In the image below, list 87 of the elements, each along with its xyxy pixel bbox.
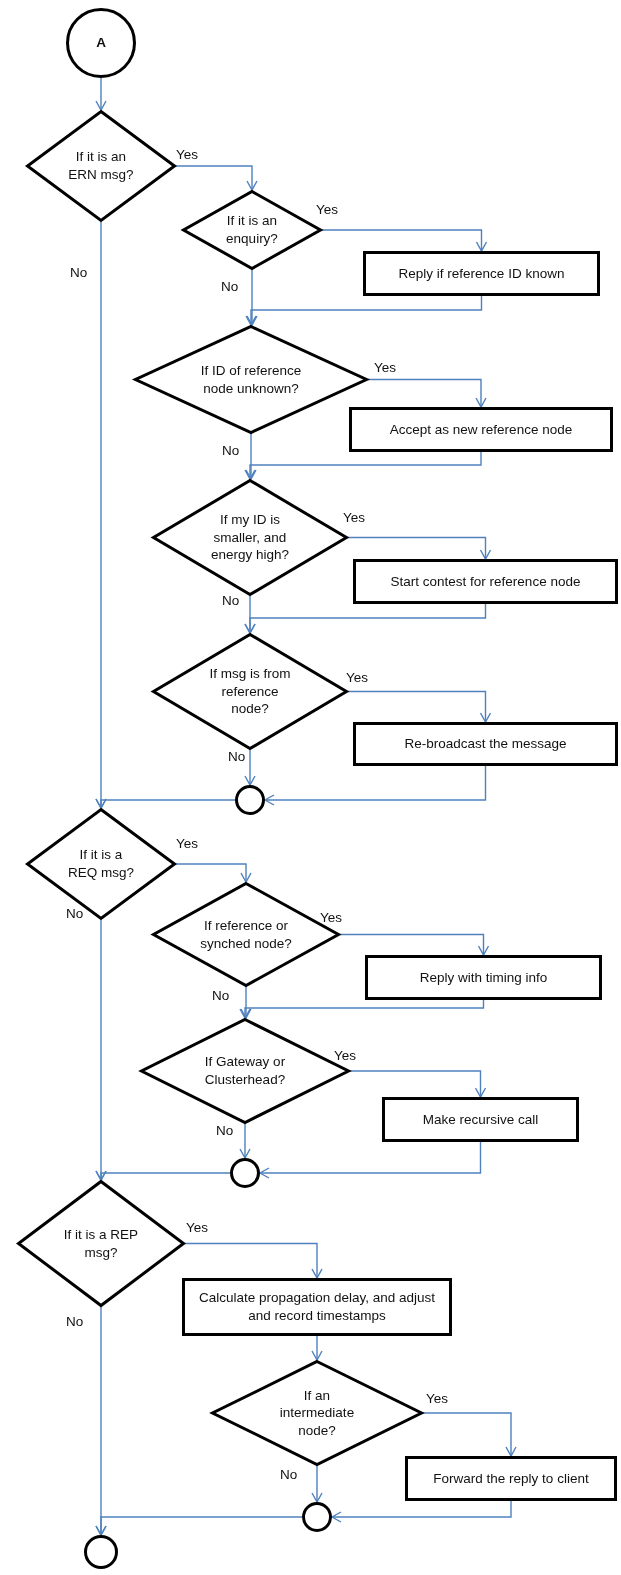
node-text: If ID of reference node unknown?	[199, 361, 303, 398]
arrow	[367, 378, 487, 408]
arrow	[184, 1242, 323, 1279]
node-text: If it is a REP msg?	[62, 1225, 140, 1262]
edge-label: Yes	[316, 203, 339, 217]
arrow	[347, 690, 492, 723]
edge-label: No	[66, 1315, 84, 1329]
node-text: Make recursive call	[422, 1110, 539, 1129]
arrow	[244, 749, 256, 786]
arrow	[239, 999, 485, 1019]
edge-label: No	[222, 594, 240, 608]
connector-circle	[84, 1535, 118, 1569]
connector-circle	[302, 1502, 332, 1532]
connector-circle	[230, 1158, 260, 1188]
node-text: If my ID is smaller, and energy high?	[209, 511, 291, 564]
arrow	[95, 1516, 303, 1536]
edge-label: Yes	[334, 1049, 357, 1063]
node-text: Re-broadcast the message	[404, 735, 567, 753]
decision-diamond	[17, 1180, 185, 1307]
arrow	[245, 295, 483, 326]
process-box	[353, 722, 618, 766]
node-text: If reference or synched node?	[199, 916, 293, 953]
edge-label: Yes	[320, 911, 343, 925]
arrow	[246, 269, 258, 326]
connector-circle	[235, 785, 265, 815]
edge-label: No	[66, 907, 84, 921]
decision-diamond	[26, 808, 176, 920]
edge-label: Yes	[374, 361, 397, 375]
arrow	[239, 1123, 251, 1159]
process-box	[365, 955, 602, 1000]
edge-label: No	[212, 989, 230, 1003]
edge-label: No	[280, 1468, 298, 1482]
node-text: If it is an enquiry?	[225, 212, 279, 248]
decision-diamond	[26, 110, 176, 222]
arrow	[311, 1335, 323, 1361]
node-text: If it is an ERN msg?	[67, 148, 135, 184]
node-text: A	[95, 34, 107, 52]
arrow	[349, 1070, 487, 1098]
decision-diamond	[152, 882, 340, 987]
arrow	[95, 1170, 231, 1181]
decision-diamond	[211, 1360, 423, 1466]
process-box	[363, 251, 600, 296]
edge-label: No	[221, 280, 239, 294]
arrow	[244, 451, 482, 480]
arrow	[95, 798, 236, 809]
node-text: If msg is from reference node?	[208, 665, 292, 718]
arrow	[175, 863, 252, 883]
arrow	[347, 536, 492, 560]
arrow	[259, 1141, 482, 1179]
edge-label: No	[70, 266, 88, 280]
arrow	[422, 1412, 517, 1457]
node-text: Accept as new reference node	[389, 420, 573, 439]
process-box	[382, 1097, 579, 1142]
arrow	[240, 986, 252, 1019]
node-text: If an intermediate node?	[278, 1386, 356, 1440]
process-box	[405, 1456, 617, 1501]
edge-label: Yes	[176, 148, 199, 162]
arrow	[175, 165, 258, 191]
decision-diamond	[134, 325, 368, 434]
edge-label: Yes	[176, 837, 199, 851]
arrow	[244, 603, 487, 634]
node-text: Forward the reply to client	[433, 1469, 589, 1488]
node-text: Reply with timing info	[419, 968, 548, 987]
edge-label: Yes	[426, 1392, 449, 1406]
process-box	[349, 407, 613, 452]
edge-label: No	[228, 750, 246, 764]
edge-label: Yes	[186, 1221, 209, 1235]
process-box	[353, 559, 618, 604]
arrow	[311, 1465, 323, 1503]
arrow	[95, 77, 107, 111]
node-text: If Gateway or Clusterhead?	[203, 1053, 287, 1089]
arrow	[331, 1500, 512, 1523]
edge-label: Yes	[346, 671, 369, 685]
node-text: Start contest for reference node	[390, 572, 581, 591]
edge-label: Yes	[343, 511, 366, 525]
process-box	[182, 1278, 452, 1336]
arrow	[321, 229, 488, 252]
connector-circle	[66, 8, 136, 78]
node-text: If it is a REQ msg?	[67, 846, 135, 882]
arrow	[339, 933, 490, 956]
node-text: Calculate propagation delay, and adjust and record timestamps	[197, 1289, 437, 1325]
edge-label: No	[222, 444, 240, 458]
edge-label: No	[216, 1124, 234, 1138]
arrow	[245, 433, 257, 480]
arrow	[264, 765, 487, 806]
node-text: Reply if reference ID known	[398, 264, 565, 283]
decision-diamond	[152, 633, 348, 750]
